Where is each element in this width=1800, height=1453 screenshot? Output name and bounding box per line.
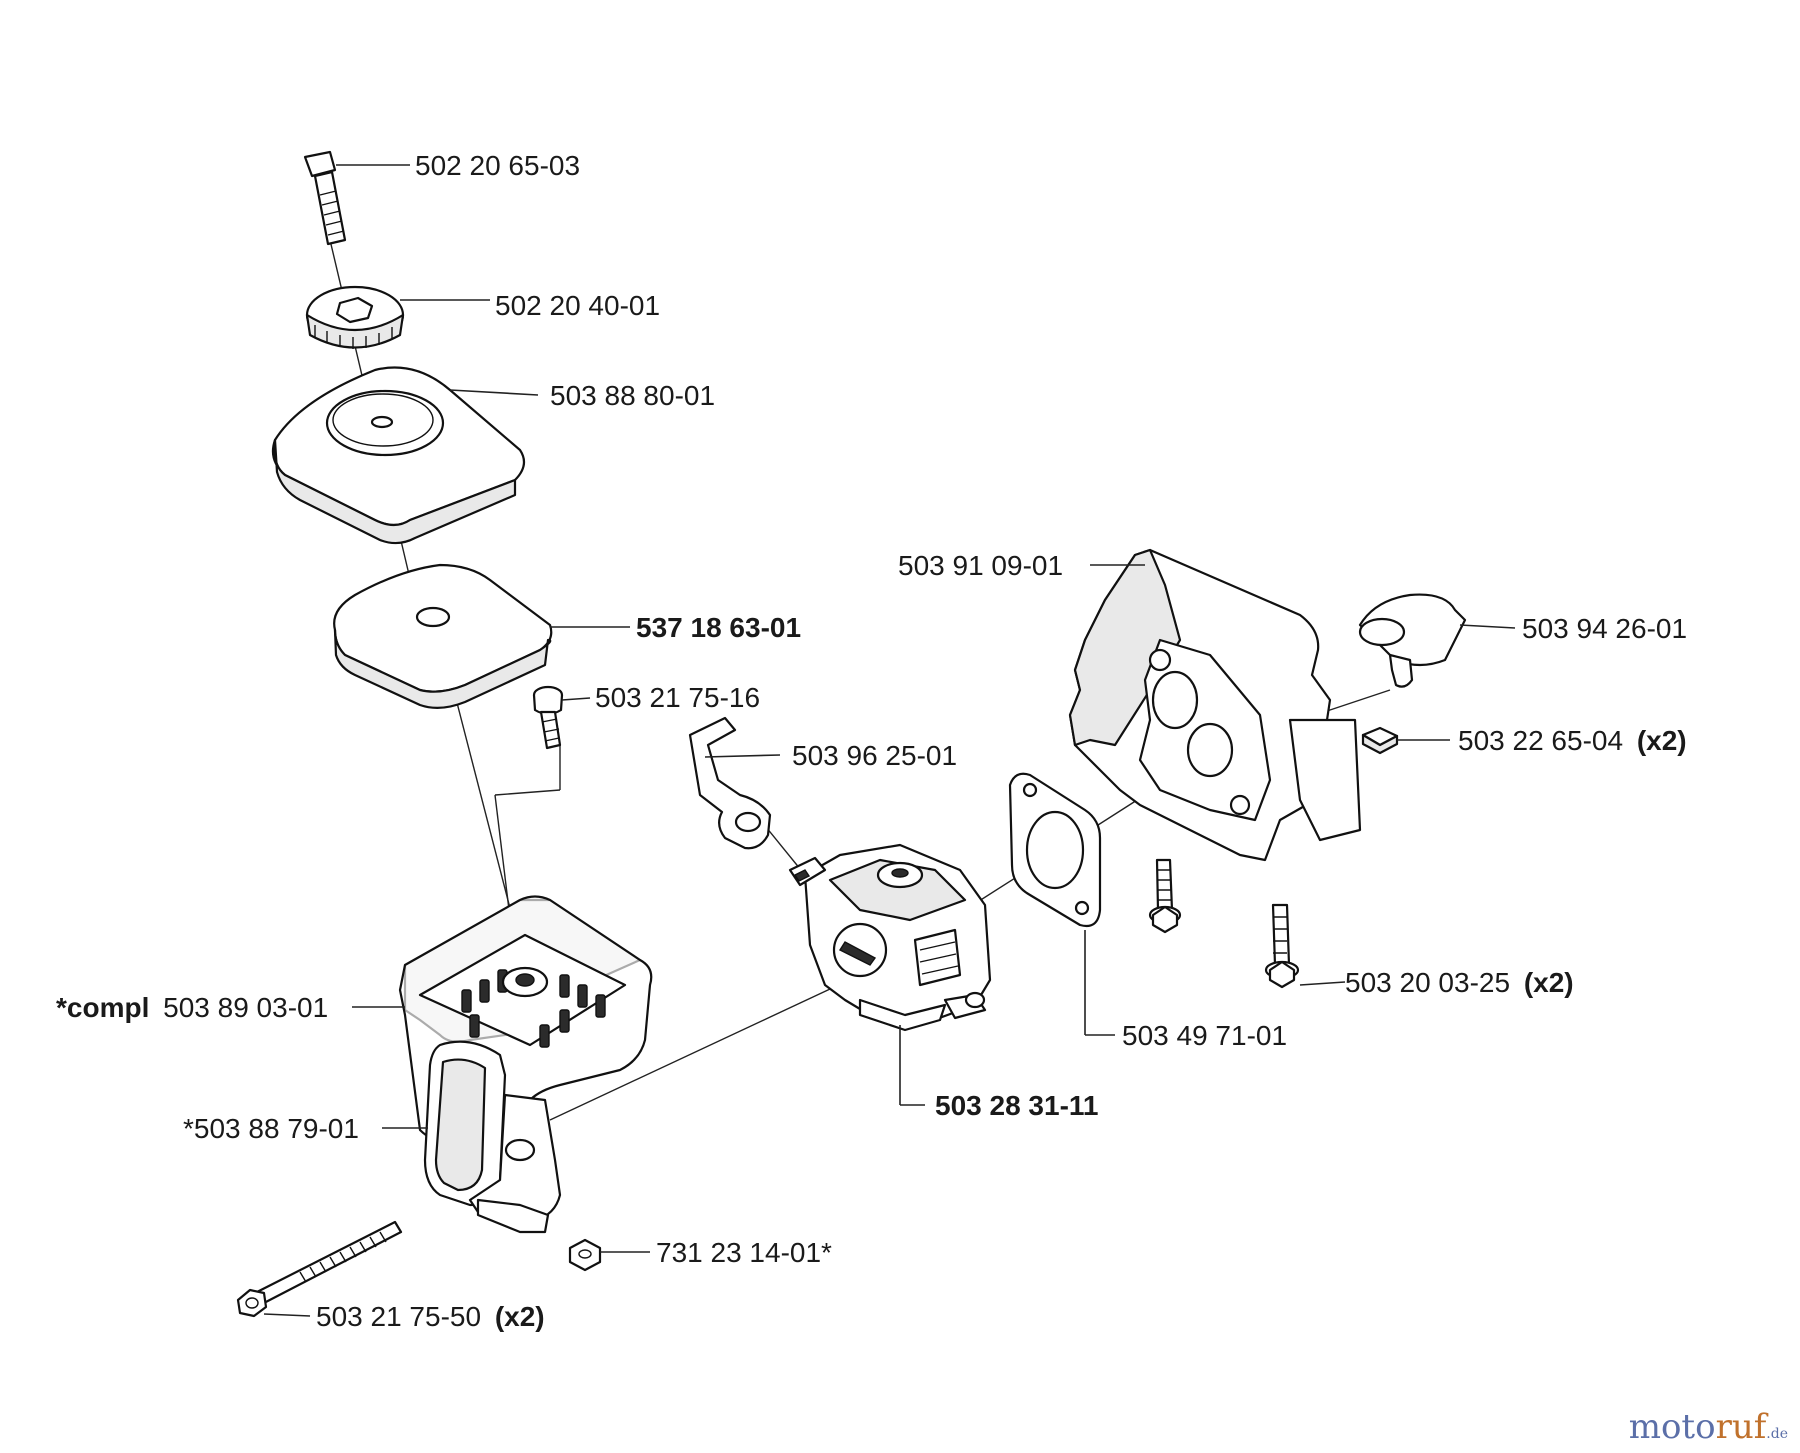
primer-bulb-part (423, 1040, 562, 1234)
part-label-long-bolt: 503 21 75-50 (x2) (316, 1301, 545, 1332)
square-nut-part (1361, 726, 1399, 755)
gasket-part (1008, 772, 1102, 928)
part-labels: 502 20 65-03 502 20 40-01 503 88 80-01 5… (56, 150, 1687, 1332)
brand-part1: moto (1628, 1407, 1716, 1447)
nut-part (568, 1238, 602, 1272)
part-label-intake-housing: 503 91 09-01 (898, 550, 1063, 581)
top-bolt-part (303, 150, 347, 246)
part-label-flange-bolt: 503 20 03-25 (x2) (1345, 967, 1574, 998)
part-label-bolt-top: 502 20 65-03 (415, 150, 580, 181)
brand-part2: ruf (1715, 1407, 1767, 1447)
choke-lever-part (688, 716, 772, 850)
small-screw-part (532, 685, 564, 750)
part-label-square-nut: 503 22 65-04 (x2) (1458, 725, 1687, 756)
flange-bolts-part (1148, 858, 1300, 989)
carburetor-part (788, 843, 992, 1032)
rubber-sleeve-part (1358, 593, 1467, 688)
filter-element-part (333, 563, 553, 709)
part-label-gasket: 503 49 71-01 (1122, 1020, 1287, 1051)
leader-lines (263, 164, 1516, 1317)
part-label-filter-base: *compl 503 89 03-01 (56, 992, 328, 1023)
part-label-rubber-sleeve: 503 94 26-01 (1522, 613, 1687, 644)
brand-part3: .de (1766, 1426, 1788, 1442)
part-label-choke-lever: 503 96 25-01 (792, 740, 957, 771)
intake-housing-part (1068, 548, 1362, 862)
part-label-screw-small: 503 21 75-16 (595, 682, 760, 713)
part-label-filter-cover: 503 88 80-01 (550, 380, 715, 411)
filter-cover-part (271, 366, 526, 545)
part-label-primer-bulb: *503 88 79-01 (183, 1113, 359, 1144)
part-label-filter-element: 537 18 63-01 (636, 612, 801, 643)
part-label-knob: 502 20 40-01 (495, 290, 660, 321)
knob-part (305, 285, 405, 349)
part-label-carburetor: 503 28 31-11 (935, 1090, 1099, 1121)
brand-watermark: motoruf.de (1629, 1407, 1788, 1447)
filter-base-pins (461, 969, 606, 1048)
long-bolt-part (236, 1220, 403, 1318)
part-label-nut: 731 23 14-01* (656, 1237, 832, 1268)
